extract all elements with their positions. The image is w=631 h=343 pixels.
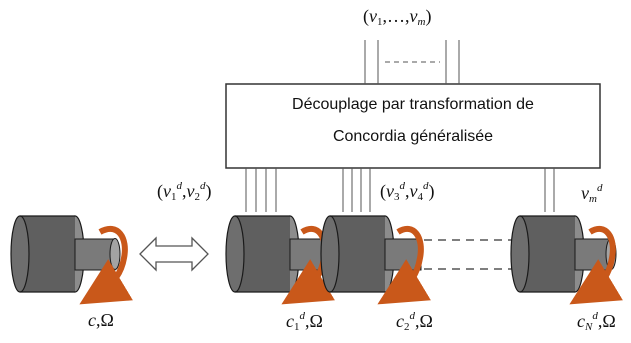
wires-machine-n <box>544 168 555 212</box>
label-machine-2: c2d,Ω <box>396 310 433 333</box>
label-pair-12: (v1d,v2d) <box>157 180 212 203</box>
label-left-machine: c,Ω <box>88 310 114 330</box>
input-wires-top <box>364 40 460 84</box>
converter-box <box>225 83 601 169</box>
wires-machine-2 <box>342 168 371 212</box>
label-inputs-top: (v1,…,vm) <box>363 6 432 28</box>
equivalence-double-arrow <box>139 236 209 272</box>
converter-title-line-2: Concordia généralisée <box>332 128 494 145</box>
converter-title-line-1: Découplage par transformation de <box>292 96 534 113</box>
left-machine <box>10 215 133 305</box>
label-machine-n: cNd,Ω <box>577 310 616 333</box>
shaft-continuation <box>424 239 514 270</box>
machine-n <box>510 215 623 305</box>
label-pair-34: (v3d,v4d) <box>380 180 435 203</box>
label-machine-1: c1d,Ω <box>286 310 323 333</box>
label-vm-d: vmd <box>581 182 603 205</box>
wires-machine-1 <box>245 168 277 212</box>
machine-2 <box>320 215 431 305</box>
machine-1 <box>225 215 335 305</box>
